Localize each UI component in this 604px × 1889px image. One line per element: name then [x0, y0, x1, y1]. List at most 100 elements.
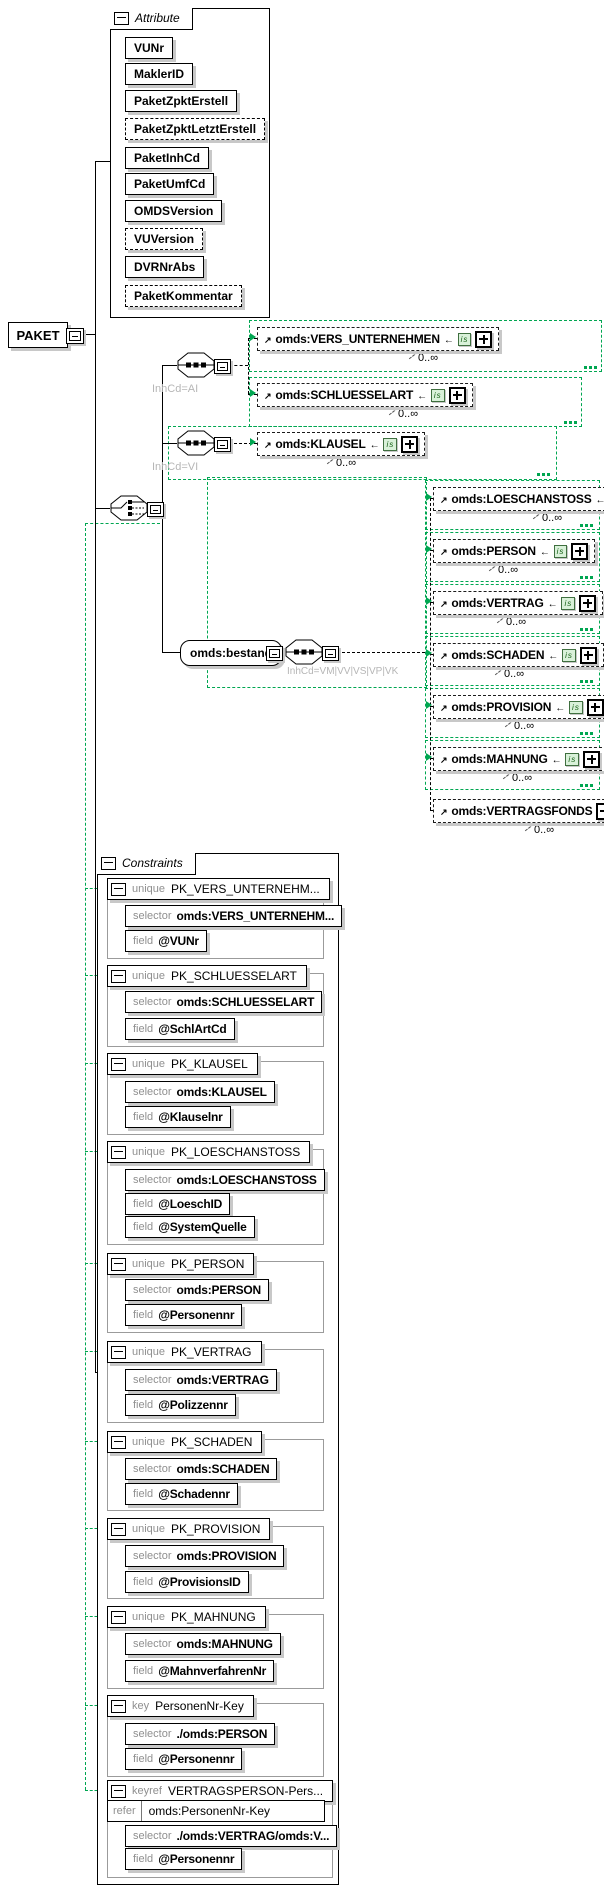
- collapse-icon[interactable]: [111, 1057, 126, 1071]
- expand-icon[interactable]: [579, 594, 597, 612]
- collapse-icon[interactable]: [111, 882, 126, 896]
- element-omds-vers-unternehmen[interactable]: omds:VERS_UNTERNEHMEN is: [257, 327, 500, 351]
- sequence-compositor-icon[interactable]: [177, 430, 215, 456]
- attribute-omdsversion[interactable]: OMDSVersion: [125, 200, 223, 222]
- field-box[interactable]: field @LoeschID: [125, 1193, 231, 1215]
- collapse-icon[interactable]: [111, 969, 126, 983]
- selector-box[interactable]: selector ./omds:PERSON: [125, 1723, 276, 1745]
- element-omds-loeschanstoss[interactable]: omds:LOESCHANSTOSS is: [433, 487, 604, 511]
- field-box[interactable]: field @Klauselnr: [125, 1106, 231, 1128]
- constraint-pk-schluesselart[interactable]: unique PK_SCHLUESSELART: [107, 965, 307, 987]
- attribute-paketzpktletzterstell[interactable]: PaketZpktLetztErstell: [125, 118, 266, 140]
- refer-box[interactable]: refer omds:PersonenNr-Key: [107, 1800, 325, 1822]
- field-box[interactable]: field @Personennr: [125, 1748, 243, 1770]
- attribute-vuversion[interactable]: VUVersion: [125, 228, 204, 250]
- left-arrow-icon: [552, 752, 562, 766]
- collapse-icon[interactable]: [111, 1145, 126, 1159]
- expand-icon[interactable]: [583, 750, 601, 768]
- selector-box[interactable]: selector omds:VERTRAG: [125, 1369, 277, 1391]
- collapse-icon[interactable]: [111, 1435, 126, 1449]
- collapse-icon[interactable]: [214, 437, 231, 452]
- collapse-icon[interactable]: [111, 1610, 126, 1624]
- collapse-icon[interactable]: [147, 502, 164, 517]
- element-omds-vertragsfonds[interactable]: omds:VERTRAGSFONDS: [433, 799, 604, 823]
- sequence-compositor-icon[interactable]: [177, 352, 215, 378]
- constraint-vertragsperson-keyref[interactable]: keyref VERTRAGSPERSON-Pers...: [107, 1780, 334, 1802]
- constraint-pk-vers-unternehmen[interactable]: unique PK_VERS_UNTERNEHM...: [107, 878, 330, 900]
- sequence-compositor-icon[interactable]: [285, 639, 323, 665]
- element-omds-provision[interactable]: omds:PROVISION is: [433, 695, 604, 719]
- element-omds-schaden[interactable]: omds:SCHADEN is: [433, 643, 604, 667]
- element-omds-klausel[interactable]: omds:KLAUSEL is: [257, 432, 426, 456]
- collapse-icon[interactable]: [114, 11, 129, 25]
- expand-icon[interactable]: [586, 698, 604, 716]
- constraint-name: PK_VERTRAG: [171, 1345, 252, 1359]
- field-value: @Schadennr: [158, 1487, 230, 1501]
- collapse-icon[interactable]: [111, 1257, 126, 1271]
- selector-box[interactable]: selector omds:VERS_UNTERNEHM...: [125, 905, 343, 927]
- attribute-paketumfcd[interactable]: PaketUmfCd: [125, 173, 215, 195]
- collapse-icon[interactable]: [214, 359, 231, 374]
- element-omds-person[interactable]: omds:PERSON is: [433, 539, 596, 563]
- reference-arrow-icon: [264, 332, 271, 346]
- expand-icon[interactable]: [448, 386, 466, 404]
- element-omds-vertrag[interactable]: omds:VERTRAG is: [433, 591, 604, 615]
- constraint-pk-loeschanstoss[interactable]: unique PK_LOESCHANSTOSS: [107, 1141, 311, 1163]
- field-box[interactable]: field @SchlArtCd: [125, 1018, 235, 1040]
- collapse-icon[interactable]: [66, 328, 84, 344]
- selector-box[interactable]: selector omds:PERSON: [125, 1279, 270, 1301]
- constraint-pk-schaden[interactable]: unique PK_SCHADEN: [107, 1431, 263, 1453]
- expand-icon[interactable]: [571, 542, 589, 560]
- selector-box[interactable]: selector omds:LOESCHANSTOSS: [125, 1169, 325, 1191]
- field-box[interactable]: field @MahnverfahrenNr: [125, 1660, 275, 1682]
- collapse-icon[interactable]: [111, 1784, 126, 1798]
- expand-icon[interactable]: [475, 330, 493, 348]
- attribute-vunr[interactable]: VUNr: [125, 37, 174, 59]
- collapse-icon[interactable]: [111, 1522, 126, 1536]
- root-element-paket[interactable]: PAKET: [8, 322, 68, 348]
- element-omds-schluesselart[interactable]: omds:SCHLUESSELART is: [257, 383, 473, 407]
- field-box[interactable]: field @ProvisionsID: [125, 1571, 249, 1593]
- attribute-paketkommentar[interactable]: PaketKommentar: [125, 285, 242, 307]
- field-box[interactable]: field @SystemQuelle: [125, 1216, 255, 1238]
- constraint-personennr-key[interactable]: key PersonenNr-Key: [107, 1695, 254, 1717]
- field-box[interactable]: field @Polizzennr: [125, 1394, 236, 1416]
- choice-compositor-icon[interactable]: [110, 495, 148, 521]
- attribute-paketinhcd[interactable]: PaketInhCd: [125, 147, 210, 169]
- selector-box[interactable]: selector ./omds:VERTRAG/omds:V...: [125, 1825, 338, 1847]
- collapse-icon[interactable]: [322, 646, 339, 661]
- element-omds-mahnung[interactable]: omds:MAHNUNG is: [433, 747, 604, 771]
- constraint-pk-klausel[interactable]: unique PK_KLAUSEL: [107, 1053, 258, 1075]
- collapse-icon[interactable]: [111, 1699, 126, 1713]
- left-arrow-icon: [417, 388, 427, 402]
- selector-box[interactable]: selector omds:KLAUSEL: [125, 1081, 275, 1103]
- field-box[interactable]: field @Schadennr: [125, 1483, 238, 1505]
- selector-box[interactable]: selector omds:MAHNUNG: [125, 1633, 281, 1655]
- expand-icon[interactable]: [401, 435, 419, 453]
- attribute-maklerid[interactable]: MaklerID: [125, 63, 194, 85]
- element-omds-bestand[interactable]: omds:bestand: [180, 640, 283, 666]
- attribute-dvrnrabs[interactable]: DVRNrAbs: [125, 256, 205, 278]
- selector-keyword: selector: [133, 1728, 172, 1740]
- constraint-pk-mahnung[interactable]: unique PK_MAHNUNG: [107, 1606, 266, 1628]
- selector-value: omds:SCHLUESSELART: [176, 995, 315, 1009]
- constraint-pk-provision[interactable]: unique PK_PROVISION: [107, 1518, 271, 1540]
- selector-box[interactable]: selector omds:PROVISION: [125, 1545, 285, 1567]
- collapse-icon[interactable]: [101, 856, 116, 870]
- identity-constraint-badge: is: [553, 544, 568, 558]
- field-box[interactable]: field @Personennr: [125, 1848, 243, 1870]
- constraint-kind: unique: [132, 1258, 166, 1270]
- collapse-icon[interactable]: [111, 1345, 126, 1359]
- constraint-pk-vertrag[interactable]: unique PK_VERTRAG: [107, 1341, 262, 1363]
- expand-icon[interactable]: [579, 646, 597, 664]
- field-box[interactable]: field @Personennr: [125, 1304, 243, 1326]
- attribute-paketzpkterstell[interactable]: PaketZpktErstell: [125, 90, 238, 112]
- constraint-kind: unique: [132, 1523, 166, 1535]
- expand-icon[interactable]: [596, 802, 604, 820]
- field-box[interactable]: field @VUNr: [125, 930, 207, 952]
- selector-keyword: selector: [133, 1374, 172, 1386]
- collapse-icon[interactable]: [266, 646, 283, 661]
- selector-box[interactable]: selector omds:SCHLUESSELART: [125, 991, 323, 1013]
- constraint-pk-person[interactable]: unique PK_PERSON: [107, 1253, 255, 1275]
- selector-box[interactable]: selector omds:SCHADEN: [125, 1458, 278, 1480]
